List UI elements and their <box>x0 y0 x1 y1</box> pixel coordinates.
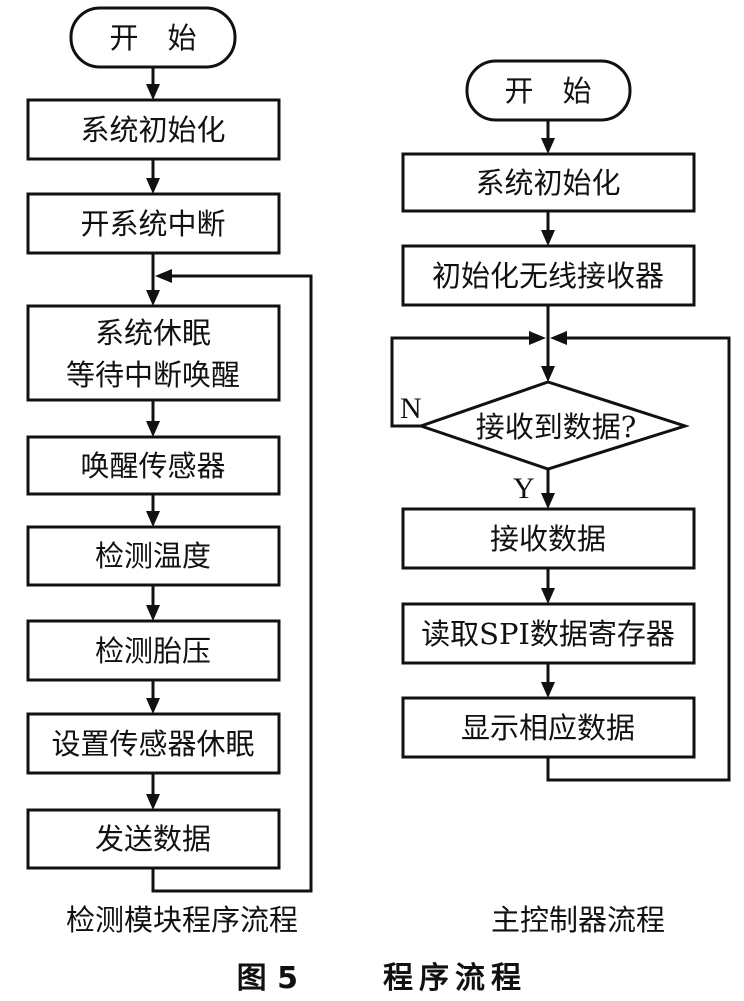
arrow-down-icon <box>146 794 160 810</box>
edge-decision-no-loop: N <box>390 331 546 428</box>
node-read-spi: 读取SPI数据寄存器 <box>401 602 696 665</box>
node-start-label: 开 始 <box>109 21 196 55</box>
edge-read-spi-to-display <box>541 663 555 698</box>
main-controller-flowchart: N Y 开 始 系统初始化 初始化无线接收器 <box>390 59 731 937</box>
edge-pressure-to-sensor-sleep <box>146 680 160 714</box>
edge-start-to-sys-init <box>541 120 555 154</box>
edge-sys-init-to-enable-int <box>146 159 160 194</box>
edge-sleep-to-wake-sensor <box>146 400 160 437</box>
node-temp: 检测温度 <box>26 525 281 587</box>
node-sleep: 系统休眠 等待中断唤醒 <box>26 304 281 402</box>
node-sensor-sleep-label: 设置传感器休眠 <box>51 727 254 761</box>
arrow-down-icon <box>146 605 160 621</box>
figure-title: 程序流程 <box>383 961 527 996</box>
edge-start-to-sys-init <box>146 67 160 100</box>
node-sensor-sleep: 设置传感器休眠 <box>26 712 281 775</box>
node-start-label: 开 始 <box>504 74 591 108</box>
node-wake-sensor: 唤醒传感器 <box>26 435 281 496</box>
edge-wake-sensor-to-temp <box>146 494 160 527</box>
node-send: 发送数据 <box>26 808 281 870</box>
node-sys-init: 系统初始化 <box>26 98 281 161</box>
node-receive-label: 接收数据 <box>490 522 606 556</box>
detection-module-caption: 检测模块程序流程 <box>66 903 298 937</box>
node-read-spi-label: 读取SPI数据寄存器 <box>421 617 675 651</box>
arrow-down-icon <box>146 178 160 194</box>
main-controller-caption: 主控制器流程 <box>491 903 665 937</box>
node-enable-int: 开系统中断 <box>26 192 281 255</box>
edge-enable-int-to-sleep <box>146 253 160 306</box>
node-receive: 接收数据 <box>401 507 696 570</box>
node-sys-init-label: 系统初始化 <box>475 166 620 200</box>
edge-receive-to-read-spi <box>541 568 555 604</box>
detection-module-flowchart: 开 始 系统初始化 开系统中断 系统休眠 等待中断唤醒 唤醒传感器 检测温度 检… <box>26 6 313 937</box>
node-display: 显示相应数据 <box>401 696 696 759</box>
node-pressure-label: 检测胎压 <box>95 634 211 668</box>
node-enable-int-label: 开系统中断 <box>80 207 225 241</box>
arrow-left-icon <box>155 269 172 283</box>
node-rx-init-label: 初始化无线接收器 <box>432 259 664 293</box>
arrow-down-icon <box>146 421 160 437</box>
arrow-down-icon <box>541 493 555 509</box>
branch-label-yes: Y <box>513 472 535 505</box>
arrow-down-icon <box>541 138 555 154</box>
node-start: 开 始 <box>465 59 632 122</box>
node-sys-init: 系统初始化 <box>401 152 696 213</box>
edge-sys-init-to-rx-init <box>541 211 555 246</box>
node-temp-label: 检测温度 <box>95 539 211 573</box>
node-pressure: 检测胎压 <box>26 619 281 682</box>
branch-label-no: N <box>400 392 422 425</box>
edge-display-loop-back <box>546 331 731 782</box>
edge-rx-init-to-decision <box>541 305 555 382</box>
node-display-label: 显示相应数据 <box>461 711 635 745</box>
figure-number: 图 5 <box>237 961 298 996</box>
arrow-right-icon <box>529 331 546 345</box>
node-rx-init: 初始化无线接收器 <box>401 244 696 307</box>
edge-send-loop-back <box>151 269 313 893</box>
arrow-down-icon <box>541 588 555 604</box>
node-sleep-label-line2: 等待中断唤醒 <box>66 358 240 392</box>
node-start: 开 始 <box>69 6 237 69</box>
edge-temp-to-pressure <box>146 585 160 621</box>
node-sleep-label-line1: 系统休眠 <box>95 316 211 350</box>
arrow-down-icon <box>146 698 160 714</box>
arrow-left-icon <box>550 331 567 345</box>
arrow-down-icon <box>146 290 160 306</box>
arrow-down-icon <box>146 84 160 100</box>
arrow-down-icon <box>541 230 555 246</box>
arrow-down-icon <box>146 511 160 527</box>
arrow-down-icon <box>541 682 555 698</box>
node-sys-init-label: 系统初始化 <box>80 113 225 147</box>
edge-decision-yes: Y <box>513 469 555 509</box>
edge-sensor-sleep-to-send <box>146 773 160 810</box>
figure-caption: 图 5 程序流程 <box>237 961 527 996</box>
arrow-down-icon <box>541 366 555 382</box>
node-wake-sensor-label: 唤醒传感器 <box>80 449 225 483</box>
node-decision-label: 接收到数据? <box>476 410 637 444</box>
node-send-label: 发送数据 <box>95 822 211 856</box>
node-decision-received: 接收到数据? <box>416 380 690 471</box>
